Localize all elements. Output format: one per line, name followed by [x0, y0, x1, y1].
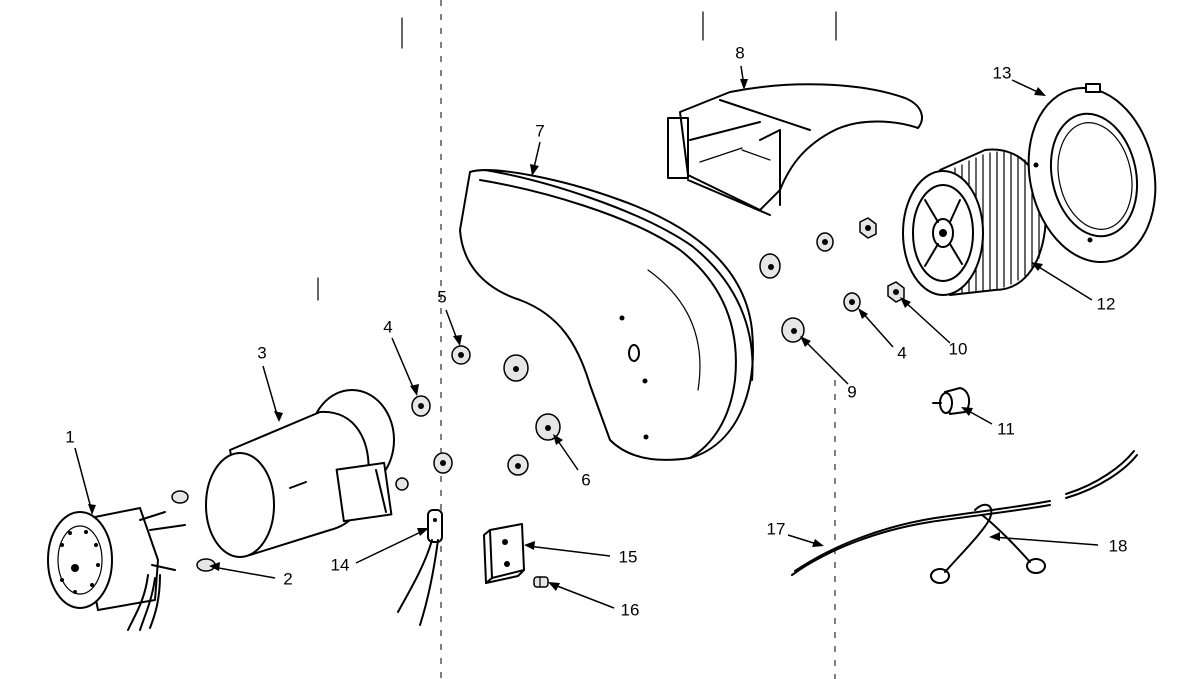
callout-10: 10 [949, 339, 968, 358]
part-3-blower-motor [205, 389, 409, 558]
part-4-washers-left [411, 395, 453, 474]
part-16-screw [533, 576, 549, 588]
part-5-nut [451, 345, 471, 365]
callout-16: 16 [621, 600, 640, 619]
callout-1: 1 [65, 427, 74, 446]
part-4-washers-right [816, 232, 861, 312]
part-18-ground-wire [930, 503, 1046, 584]
callout-12: 12 [1097, 294, 1116, 313]
callout-labels: 1 2 3 4 5 6 7 8 9 4 10 11 12 13 14 15 16… [65, 43, 1127, 619]
callout-4b: 4 [897, 343, 906, 362]
callout-15: 15 [619, 547, 638, 566]
callout-3: 3 [257, 343, 266, 362]
part-12-blower-wheel [902, 148, 1047, 296]
alignment-lines [317, 0, 837, 679]
part-11-lamp-socket [932, 387, 971, 415]
callout-18: 18 [1109, 536, 1128, 555]
part-10-nuts-right [859, 217, 905, 303]
callout-6: 6 [581, 470, 590, 489]
callout-9: 9 [847, 382, 856, 401]
part-9-spacers-right [759, 253, 805, 343]
part-15-bracket [483, 523, 525, 584]
callout-2: 2 [283, 569, 292, 588]
part-13-inlet-ring [1027, 83, 1157, 264]
callout-11: 11 [997, 419, 1015, 438]
callout-13: 13 [993, 63, 1012, 82]
part-6-spacers [503, 354, 561, 476]
part-1-timer-motor [47, 507, 186, 631]
callout-7: 7 [535, 121, 544, 140]
part-7-blower-housing [459, 169, 754, 461]
callout-4a: 4 [383, 317, 392, 336]
part-14-switch-connector [397, 509, 443, 626]
callout-14: 14 [331, 555, 350, 574]
callout-8: 8 [735, 43, 744, 62]
callout-5: 5 [437, 287, 446, 306]
part-17-wire [791, 450, 1138, 576]
callout-17: 17 [767, 519, 786, 538]
leader-lines [74, 65, 1099, 609]
part-8-outlet-duct [667, 83, 923, 216]
